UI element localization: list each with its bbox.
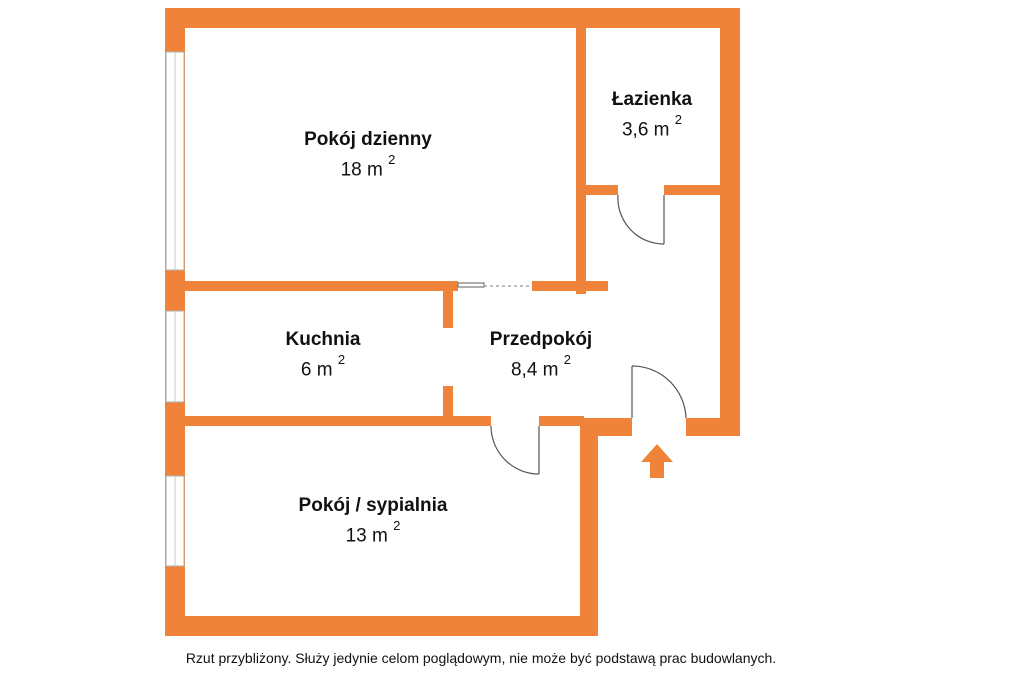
door-living-sliding [457, 282, 532, 288]
room-bedroom-area: 13 m 2 [345, 518, 401, 547]
room-bathroom: Łazienka 3,6 m 2 [592, 88, 712, 142]
wall-top [165, 8, 740, 28]
door-bedroom [490, 425, 540, 475]
room-living-area: 18 m 2 [340, 152, 396, 181]
room-hall-name: Przedpokój [489, 329, 593, 350]
wall-bath-bottom-left [582, 185, 618, 195]
room-bathroom-name: Łazienka [611, 89, 693, 110]
doors [457, 194, 687, 475]
wall-right [720, 8, 740, 436]
room-hall: Przedpokój 8,4 m 2 [471, 328, 611, 382]
entrance-arrow-icon [641, 444, 673, 478]
wall-entry-right [686, 418, 740, 436]
room-kitchen-name: Kuchnia [285, 329, 361, 350]
wall-bath-bottom-right [664, 185, 724, 195]
room-hall-area: 8,4 m 2 [510, 352, 572, 381]
door-entrance [631, 365, 687, 419]
wall-kitchen-right-top [443, 288, 453, 328]
room-bedroom-name: Pokój / sypialnia [298, 495, 448, 516]
wall-living-bottom-right [532, 281, 608, 291]
wall-kitchen-right-bottom [443, 386, 453, 422]
disclaimer-caption: Rzut przybliżony. Służy jedynie celom po… [185, 650, 777, 666]
wall-living-bath [576, 24, 586, 294]
wall-kitchen-bottom [180, 416, 491, 426]
room-bathroom-area: 3,6 m 2 [621, 112, 683, 141]
room-bedroom: Pokój / sypialnia 13 m 2 [273, 494, 473, 548]
wall-bedroom-top [539, 416, 584, 426]
wall-bedroom-right [580, 418, 598, 636]
room-kitchen-area: 6 m 2 [300, 352, 346, 381]
wall-living-bottom [180, 281, 458, 291]
room-living: Pokój dzienny 18 m 2 [268, 128, 468, 182]
windows [165, 51, 185, 567]
door-bathroom [617, 194, 665, 245]
room-living-name: Pokój dzienny [304, 129, 432, 150]
room-kitchen: Kuchnia 6 m 2 [263, 328, 383, 382]
wall-bottom [165, 616, 598, 636]
